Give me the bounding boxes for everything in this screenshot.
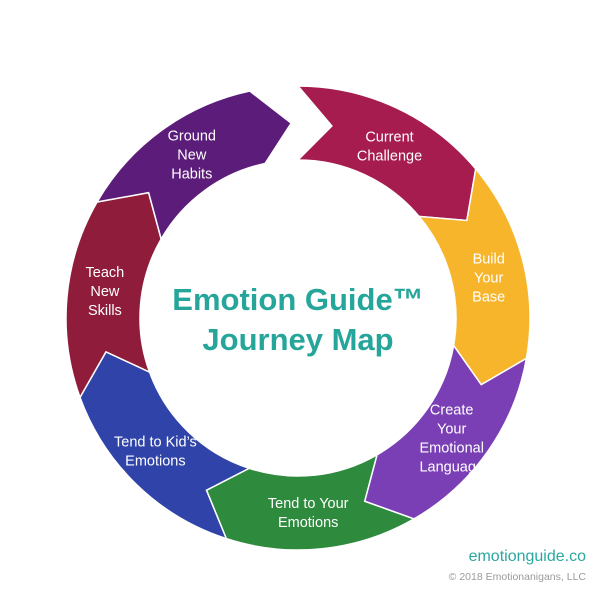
label-create-your-emotional-language-line: Emotional bbox=[419, 441, 483, 457]
label-build-your-base-line: Your bbox=[474, 271, 503, 287]
footer-copyright: © 2018 Emotionanigans, LLC bbox=[448, 571, 586, 583]
journey-segments bbox=[65, 85, 531, 551]
footer-website[interactable]: emotionguide.co bbox=[468, 548, 586, 565]
center-title-line-2: Journey Map bbox=[202, 322, 393, 357]
segment-ground-new-habits bbox=[95, 90, 293, 241]
label-create-your-emotional-language-line: Language bbox=[419, 460, 484, 476]
label-build-your-base-line: Build bbox=[473, 252, 505, 268]
label-tend-to-kids-emotions-line: Tend to Kid’s bbox=[114, 435, 197, 451]
label-create-your-emotional-language-line: Your bbox=[437, 422, 466, 438]
label-ground-new-habits-line: Habits bbox=[171, 167, 212, 183]
label-ground-new-habits-line: New bbox=[177, 148, 207, 164]
label-tend-to-your-emotions-line: Tend to Your bbox=[268, 496, 349, 512]
label-build-your-base-line: Base bbox=[472, 290, 505, 306]
label-ground-new-habits-line: Ground bbox=[168, 129, 216, 145]
label-tend-to-your-emotions-line: Emotions bbox=[278, 515, 338, 531]
center-title-line-1: Emotion Guide™ bbox=[172, 282, 423, 317]
label-teach-new-skills-line: New bbox=[90, 284, 120, 300]
label-current-challenge-line: Challenge bbox=[357, 148, 422, 164]
label-tend-to-kids-emotions-line: Emotions bbox=[125, 454, 185, 470]
label-create-your-emotional-language-line: Create bbox=[430, 403, 474, 419]
label-teach-new-skills-line: Teach bbox=[86, 265, 125, 281]
label-current-challenge-line: Current bbox=[365, 129, 413, 145]
label-teach-new-skills-line: Skills bbox=[88, 303, 122, 319]
